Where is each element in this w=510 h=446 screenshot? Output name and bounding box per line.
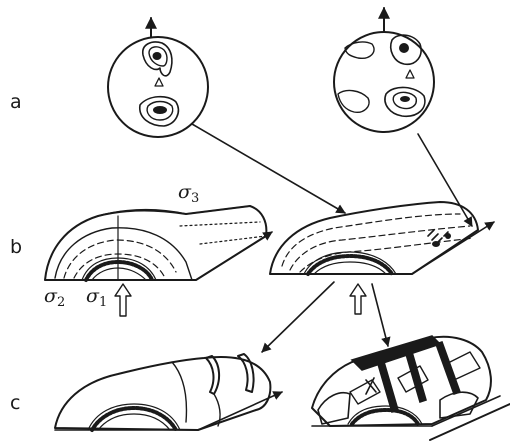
stereonet-right	[334, 8, 434, 132]
connector-arrow	[372, 284, 388, 346]
triangle-icon	[155, 78, 163, 86]
sigma1-arrow-icon	[115, 284, 131, 316]
sigma1-label: σ1	[86, 285, 107, 310]
connector-arrow	[418, 134, 472, 226]
connector-arrow	[262, 282, 334, 352]
fold-block-left	[45, 206, 272, 316]
stereonet-left	[108, 18, 208, 137]
connector-arrow	[192, 124, 345, 213]
sigma1-arrow-icon	[350, 284, 366, 314]
sigma3-label: σ3	[178, 181, 199, 206]
fold-block-c-right	[312, 336, 510, 440]
triangle-icon	[406, 70, 414, 78]
fold-block-right	[270, 202, 494, 314]
sigma2-label: σ2	[44, 285, 65, 310]
fold-block-c-left	[55, 354, 282, 430]
